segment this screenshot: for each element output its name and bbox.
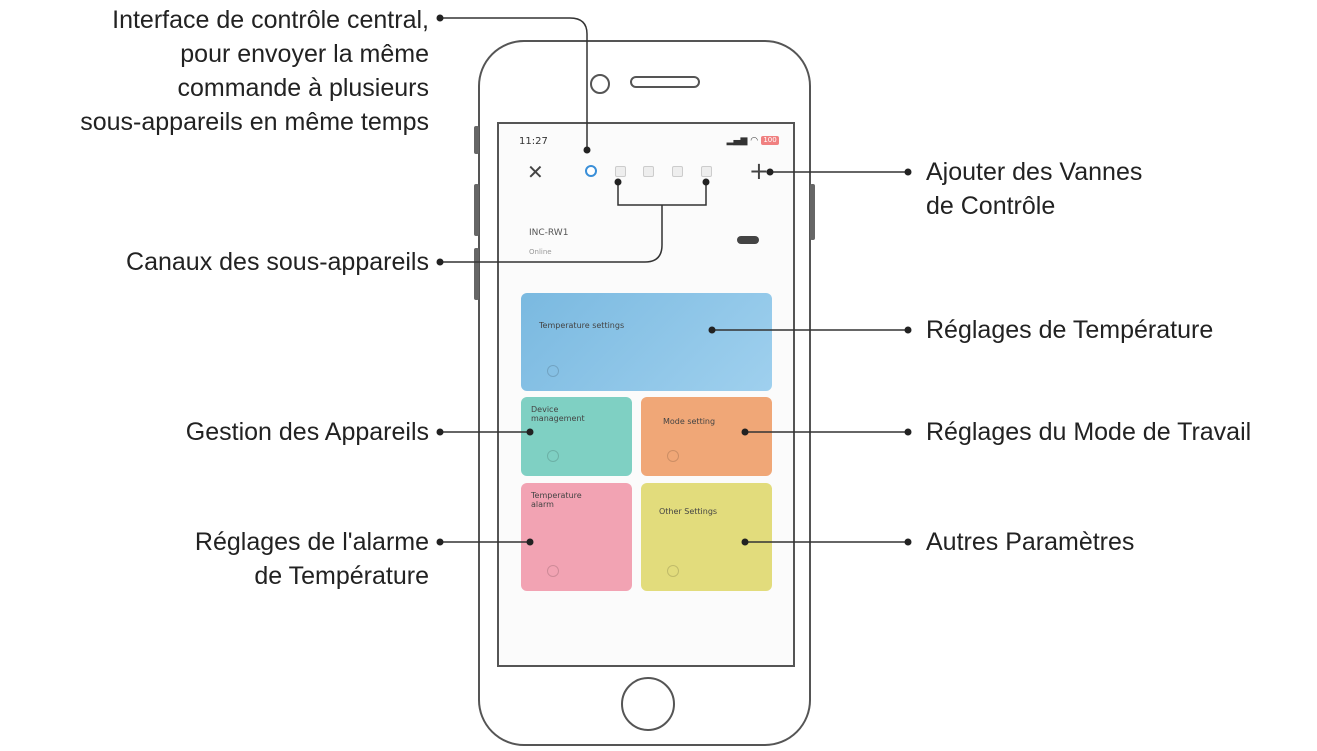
home-button[interactable] [621, 677, 675, 731]
tile-label: Device management [531, 405, 585, 423]
callout-central-control: Interface de contrôle central, pour envo… [80, 6, 429, 136]
phone-side-button [474, 126, 479, 154]
alarm-icon [547, 565, 559, 577]
phone-power-button [810, 184, 815, 240]
central-control-channel[interactable] [585, 165, 597, 177]
tile-label: Temperature settings [539, 321, 625, 330]
callout-alarm: Réglages de l'alarme de Température [194, 528, 429, 590]
tile-label: Temperature alarm [531, 491, 582, 509]
tile-label: Mode setting [663, 417, 716, 426]
sub-device-channel[interactable] [701, 166, 712, 177]
plus-icon[interactable]: + [748, 157, 769, 185]
speaker-grille [630, 76, 700, 88]
device-icon [547, 450, 559, 462]
callout-other-settings: Autres Paramètres [926, 528, 1135, 556]
sub-device-channel[interactable] [615, 166, 626, 177]
sub-device-channel[interactable] [643, 166, 654, 177]
mode-setting-tile[interactable]: Mode setting [641, 397, 772, 476]
device-toggle[interactable] [737, 236, 759, 244]
callout-add-valves: Ajouter des Vannes de Contrôle [926, 158, 1143, 220]
temperature-alarm-tile[interactable]: Temperature alarm [521, 483, 632, 591]
battery-icon: 100 [761, 136, 779, 145]
callout-channels: Canaux des sous-appareils [126, 248, 429, 276]
status-time: 11:27 [519, 136, 548, 147]
phone-screen: 11:27 ▂▄▆ ◠ 100 ✕ + INC-RW1 Online Tempe… [497, 122, 795, 667]
device-management-tile[interactable]: Device management [521, 397, 632, 476]
tile-label: Other Settings [659, 507, 718, 516]
thermometer-icon [547, 365, 559, 377]
signal-icon: ▂▄▆ [726, 136, 748, 146]
mode-icon [667, 450, 679, 462]
other-settings-tile[interactable]: Other Settings [641, 483, 772, 591]
callout-work-mode: Réglages du Mode de Travail [926, 418, 1252, 446]
callout-device-management: Gestion des Appareils [185, 418, 429, 446]
callout-temperature: Réglages de Température [926, 316, 1214, 344]
camera-icon [590, 74, 610, 94]
phone-volume-down [474, 248, 479, 300]
phone-volume-up [474, 184, 479, 236]
temperature-settings-tile[interactable]: Temperature settings [521, 293, 772, 391]
settings-icon [667, 565, 679, 577]
device-status: Online [529, 248, 552, 256]
sub-device-channel[interactable] [672, 166, 683, 177]
wifi-icon: ◠ [750, 136, 759, 146]
status-icons: ▂▄▆ ◠ 100 [727, 136, 779, 146]
close-icon[interactable]: ✕ [527, 160, 544, 184]
device-name: INC-RW1 [529, 228, 569, 238]
